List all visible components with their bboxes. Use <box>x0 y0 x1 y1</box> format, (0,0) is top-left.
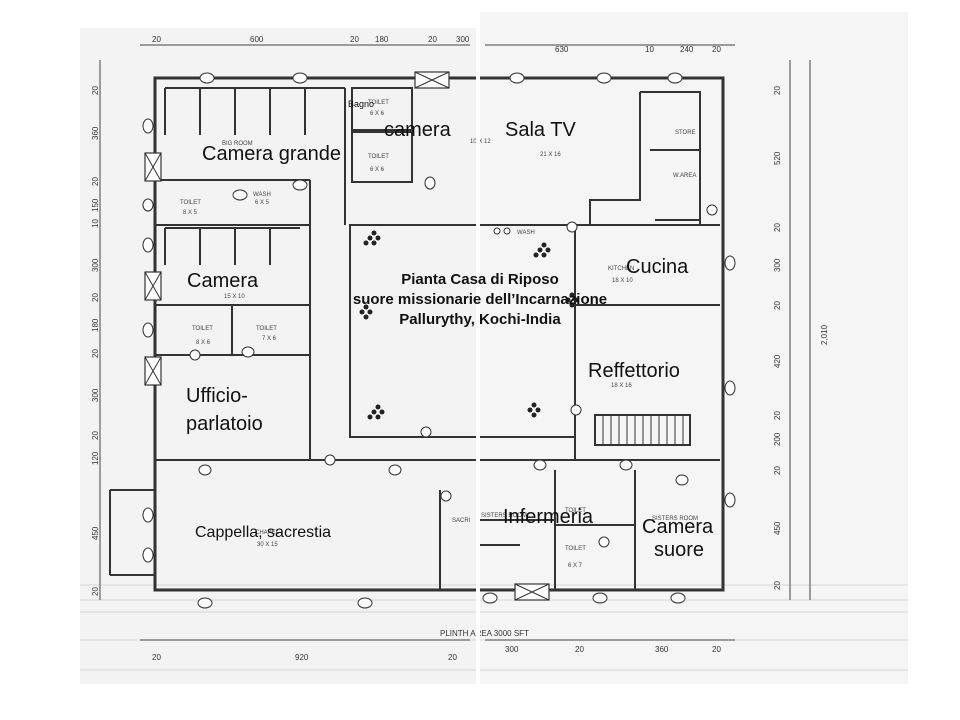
room-label-sala-tv: Sala TV <box>505 119 576 141</box>
plan-label-dim: 6 X 7 <box>568 563 583 569</box>
plan-label-toilet: TOILET <box>192 326 213 332</box>
top-dim-label: 20 <box>712 45 721 54</box>
top-dim-label: 600 <box>250 35 264 44</box>
left-dim-label: 20 <box>91 349 100 358</box>
plan-label-toilet: TOILET <box>180 200 201 206</box>
right-dim-label: 20 <box>773 86 782 95</box>
left-dim-label: 20 <box>91 177 100 186</box>
plan-label-dim: 6 X 6 <box>370 111 385 117</box>
plan-label-store: STORE <box>675 130 696 136</box>
right-dim-label: 300 <box>773 258 782 272</box>
room-label-camera-top: camera <box>384 119 451 141</box>
top-dim-label: 630 <box>555 45 569 54</box>
top-dim-label: 20 <box>428 35 437 44</box>
plan-label-chapel: CHAPEL <box>255 530 280 536</box>
room-label-ufficio: Ufficio- <box>186 385 248 407</box>
left-dim-label: 300 <box>91 258 100 272</box>
right-dim-label: 20 <box>773 223 782 232</box>
left-dim-label: 20 <box>91 587 100 596</box>
bottom-dim-label: 20 <box>152 653 161 662</box>
left-dim-label: 300 <box>91 388 100 402</box>
plan-label-dim: 6 X 6 <box>370 167 385 173</box>
right-dim-label: 200 <box>773 432 782 446</box>
plan-label-dim: 18 X 16 <box>611 383 632 389</box>
left-dim-label: 20 <box>91 86 100 95</box>
top-dim-label: 20 <box>152 35 161 44</box>
plan-label-dim: 7 X 6 <box>262 336 277 342</box>
left-dim-label: 180 <box>91 318 100 332</box>
room-label-bagno: Bagno <box>348 99 375 109</box>
plan-label-wash: WASH <box>253 192 271 198</box>
right-dim-label: 20 <box>773 411 782 420</box>
room-label-cucina: Cucina <box>626 256 689 278</box>
plinth-label: PLINTH AREA 3000 SFT <box>440 629 529 638</box>
left-dim-label: 360 <box>91 126 100 140</box>
room-label-camera: Camera <box>187 270 259 292</box>
bottom-dim-label: 20 <box>575 645 584 654</box>
left-dim-label: 10 <box>91 219 100 228</box>
right-dim-label: 20 <box>773 301 782 310</box>
plan-label-dim: 30 X 15 <box>257 542 278 548</box>
top-dim-label: 240 <box>680 45 694 54</box>
right-dim-label: 420 <box>773 354 782 368</box>
plan-label-kitchen: KITCHEN <box>608 266 634 272</box>
plan-label-w-area: W.AREA <box>673 173 696 179</box>
bottom-dim-label: 20 <box>448 653 457 662</box>
plan-label-toilet: TOILET <box>368 154 389 160</box>
bottom-dim-label: 920 <box>295 653 309 662</box>
plan-title-line2: suore missionarie dell’Incarnazione <box>352 291 608 308</box>
plan-label-toilet: TOILET <box>565 546 586 552</box>
plan-label-wash: WASH <box>517 230 535 236</box>
bottom-dim-label: 360 <box>655 645 669 654</box>
plan-label-toilet: TOILET <box>368 100 389 106</box>
top-dim-label: 180 <box>375 35 389 44</box>
plan-label-sisters-room: SISTERS ROOM <box>481 513 527 519</box>
right-dim-label: 20 <box>773 581 782 590</box>
plan-title-line1: Pianta Casa di Riposo <box>401 271 559 288</box>
top-dim-label: 300 <box>456 35 470 44</box>
room-label-cappella: Cappella, sacrestia <box>195 524 332 541</box>
plan-label-sisters-room: SISTERS ROOM <box>652 516 698 522</box>
left-dim-label: 20 <box>91 431 100 440</box>
room-label-camera-grande: Camera grande <box>202 143 341 165</box>
bottom-dim-label: 20 <box>712 645 721 654</box>
plan-title: Pianta Casa di Riposo suore missionarie … <box>300 270 660 330</box>
plan-label-dim: 8 X 5 <box>183 210 198 216</box>
right-dim-label: 520 <box>773 151 782 165</box>
plan-label-big-room: BIG ROOM <box>222 141 253 147</box>
plan-label-toilet: TOILET <box>565 508 586 514</box>
bottom-dim-label: 300 <box>505 645 519 654</box>
room-label-infermeria: Infermeria <box>503 506 594 528</box>
room-label-parlatoio: parlatoio <box>186 413 263 435</box>
right-dim-label: 450 <box>773 521 782 535</box>
top-dim-label: 20 <box>350 35 359 44</box>
left-dim-label: 20 <box>91 293 100 302</box>
room-label-camera-suore: Camera <box>642 516 714 538</box>
plan-label-sacristy: SACRI <box>452 518 471 524</box>
overall-dim-label: 2,010 <box>820 324 829 345</box>
room-label-suore: suore <box>654 539 705 561</box>
plan-label-dim: 21 X 16 <box>540 152 561 158</box>
plan-label-dim: 6 X 5 <box>255 200 270 206</box>
scan-right-sheet <box>480 12 908 684</box>
left-dim-label: 120 <box>91 451 100 465</box>
plan-label-dim: 10 X 12 <box>470 139 491 145</box>
plan-label-dim: 15 X 10 <box>224 294 245 300</box>
room-label-refettorio: Reffettorio <box>588 360 680 382</box>
left-dim-label: 450 <box>91 526 100 540</box>
top-dim-label: 10 <box>645 45 654 54</box>
plan-label-dim: 8 X 6 <box>196 340 211 346</box>
plan-label-toilet: TOILET <box>256 326 277 332</box>
right-dim-label: 20 <box>773 466 782 475</box>
left-dim-label: 150 <box>91 198 100 212</box>
plan-label-dim: 18 X 10 <box>612 278 633 284</box>
plan-title-line3: Pallurythy, Kochi-India <box>399 311 561 328</box>
